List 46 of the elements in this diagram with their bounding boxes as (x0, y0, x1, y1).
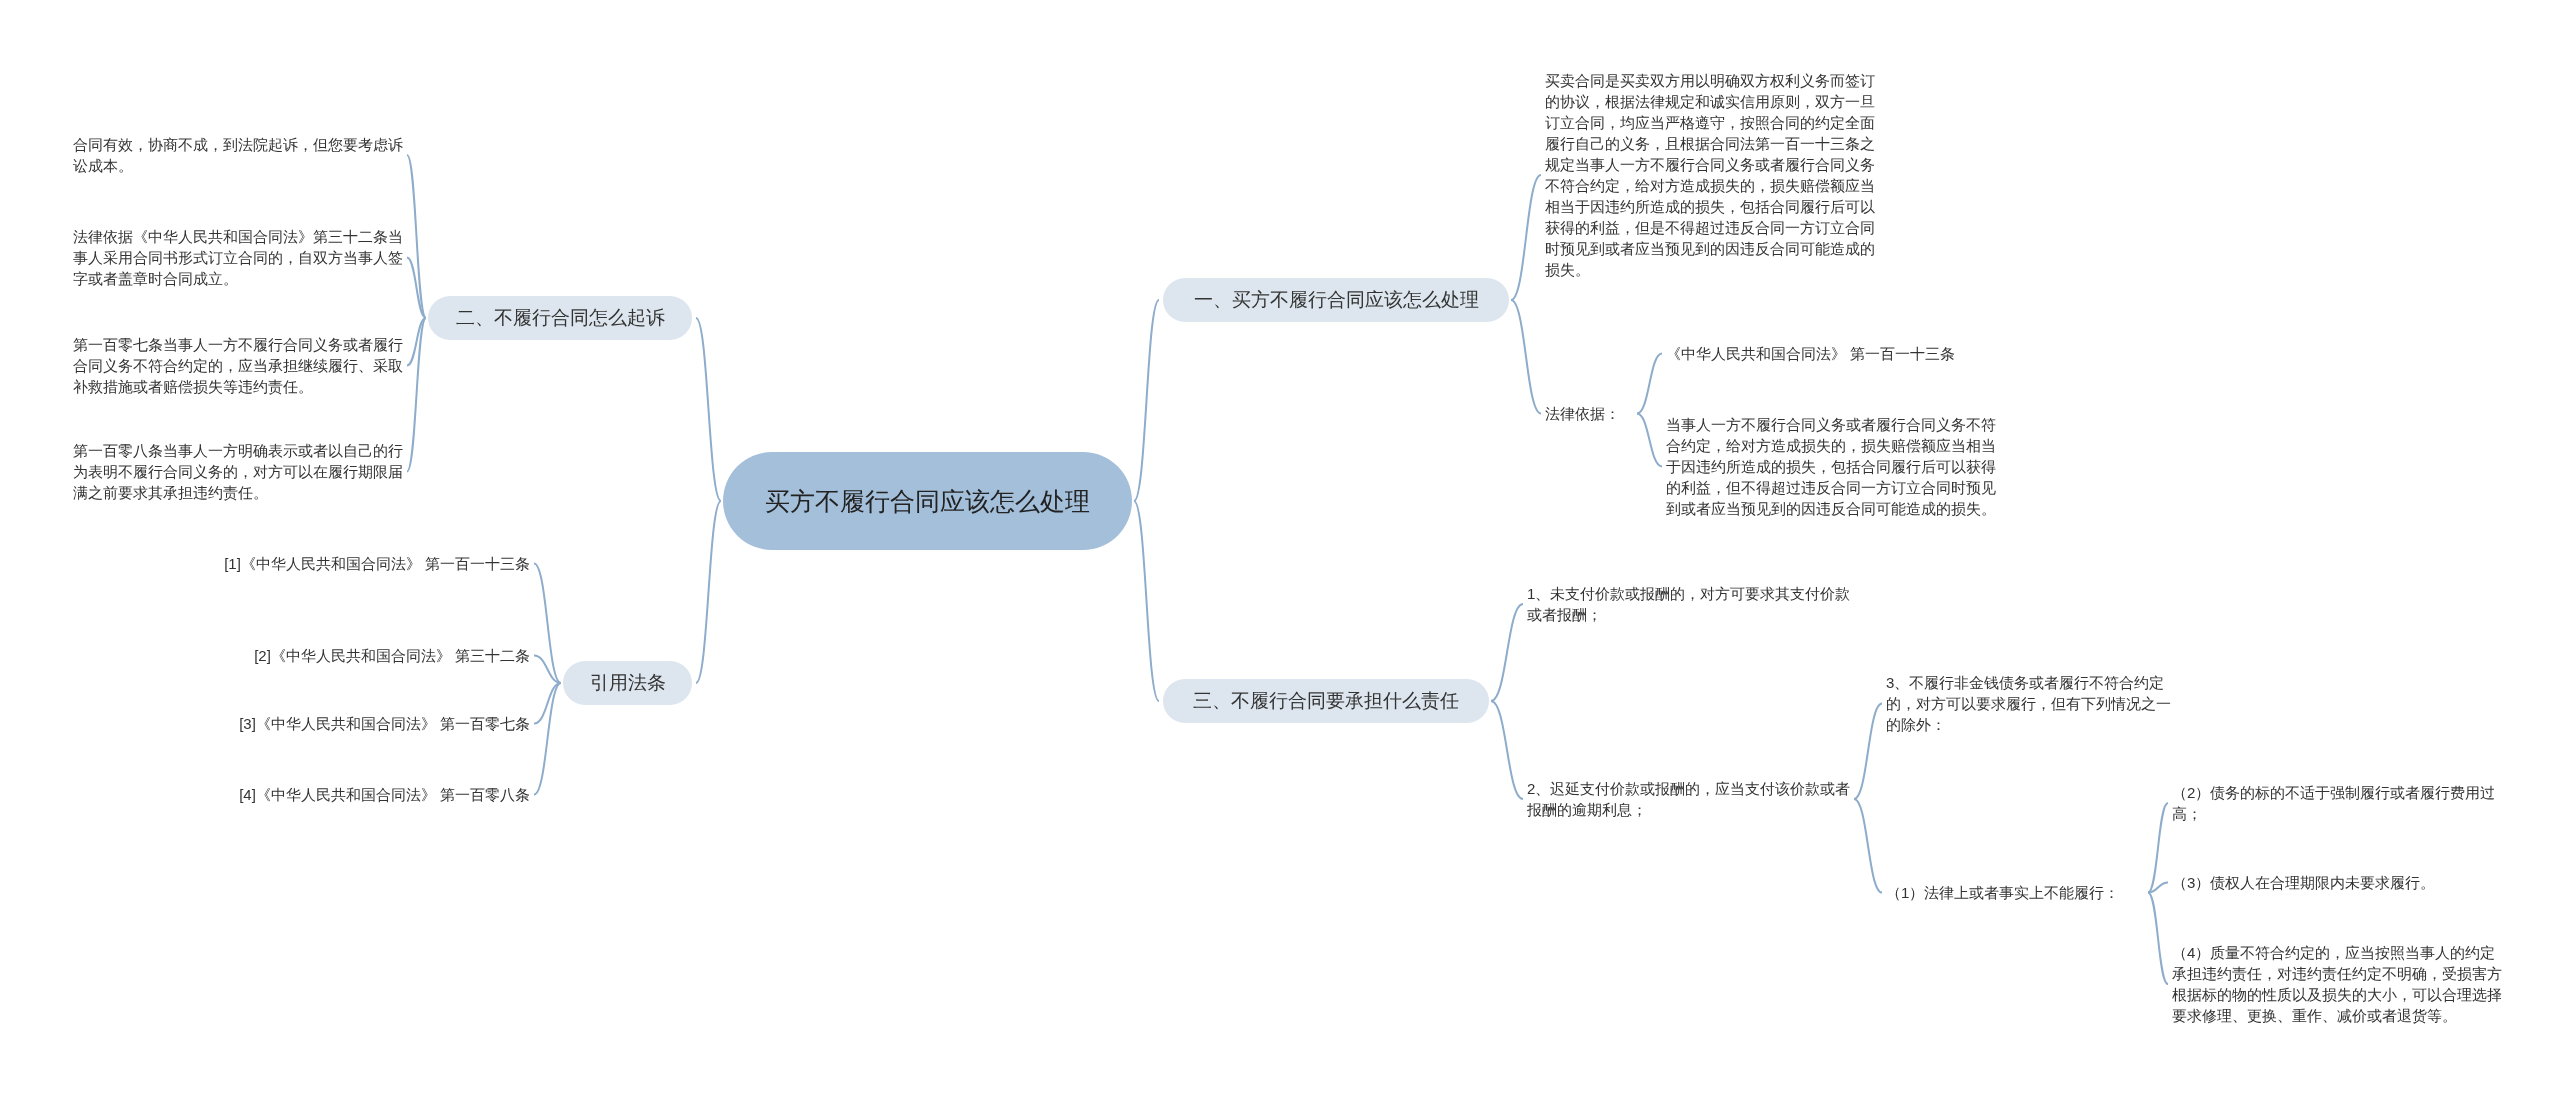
connector-line (1510, 174, 1542, 301)
branch-topic: 引用法条 (563, 661, 692, 705)
topic-text: 第一百零八条当事人一方明确表示或者以自己的行为表明不履行合同义务的，对方可以在履行期限届满之前要求其承担违约责任。 (73, 440, 403, 503)
topic-text: 法律依据《中华人民共和国合同法》第三十二条当事人采用合同书形式订立合同的，自双方当事人签字或者盖章时合同成立。 (73, 226, 403, 289)
connector-line (1636, 412, 1663, 468)
connector-line (1636, 352, 1663, 415)
topic-text: （2）债务的标的不适于强制履行或者履行费用过高； (2172, 782, 2507, 824)
connector-line (1133, 299, 1160, 502)
topic-text: 当事人一方不履行合同义务或者履行合同义务不符合约定，给对方造成损失的，损失赔偿额应当相当于因违约所造成的损失，包括合同履行后可以获得的利益，但不得超过违反合同一方订立合同时预见到或者应当预见到的因违反合同可能造成的损失。 (1666, 414, 2001, 519)
connector-line (2147, 802, 2169, 894)
topic-text: 第一百零七条当事人一方不履行合同义务或者履行合同义务不符合约定的，应当承担继续履行、采取补救措施或者赔偿损失等违约责任。 (73, 334, 403, 397)
topic-text: 2、迟延支付价款或报酬的，应当支付该价款或者报酬的逾期利息； (1527, 778, 1852, 820)
topic-text: 买卖合同是买卖双方用以明确双方权利义务而签订的协议，根据法律规定和诚实信用原则，双方一旦订立合同，均应当严格遵守，按照合同的约定全面履行自己的义务，且根据合同法第一百一十三条之规定当事人一方不履行合同义务或者履行合同义务不符合约定，给对方造成损失的，损失赔偿额应当相当于因违约所造成的损失，包括合同履行后可以获得的利益，但是不得超过违反合同一方订立合同时预见到或者应当预见到的因违反合同可能造成的损失。 (1545, 70, 1875, 280)
connector-line (533, 562, 562, 684)
branch-topic: 二、不履行合同怎么起诉 (428, 296, 692, 340)
connector-line (406, 317, 427, 473)
connector-line (1490, 603, 1524, 702)
connector-line (1510, 299, 1542, 415)
connector-line (406, 154, 427, 319)
branch-topic: 一、买方不履行合同应该怎么处理 (1163, 278, 1509, 322)
topic-text: [1]《中华人民共和国合同法》 第一百一十三条 (190, 553, 530, 574)
connector-line (1133, 500, 1160, 702)
connector-line (695, 317, 722, 502)
topic-text: （4）质量不符合约定的，应当按照当事人的约定承担违约责任，对违约责任约定不明确，受损害方根据标的物的性质以及损失的大小，可以合理选择要求修理、更换、重作、减价或者退货等。 (2172, 942, 2507, 1026)
connector-line (2147, 881, 2169, 894)
connector-line (1853, 798, 1883, 894)
connector-line (533, 682, 562, 725)
connector-line (695, 500, 722, 684)
topic-text: [3]《中华人民共和国合同法》 第一百零七条 (190, 713, 530, 734)
connector-line (1853, 702, 1883, 800)
topic-text: [2]《中华人民共和国合同法》 第三十二条 (190, 645, 530, 666)
topic-text: [4]《中华人民共和国合同法》 第一百零八条 (190, 784, 530, 805)
connector-line (2147, 891, 2169, 985)
central-topic: 买方不履行合同应该怎么处理 (723, 452, 1132, 550)
topic-text: （3）债权人在合理期限内未要求履行。 (2172, 872, 2507, 893)
topic-text: 合同有效，协商不成，到法院起诉，但您要考虑诉讼成本。 (73, 134, 403, 176)
topic-text: 3、不履行非金钱债务或者履行不符合约定的，对方可以要求履行，但有下列情况之一的除外： (1886, 672, 2176, 735)
topic-text: 《中华人民共和国合同法》 第一百一十三条 (1666, 343, 2006, 364)
connector-line (406, 256, 427, 319)
connector-line (1490, 700, 1524, 800)
connector-line (533, 682, 562, 796)
branch-topic: 三、不履行合同要承担什么责任 (1163, 679, 1489, 723)
topic-text: （1）法律上或者事实上不能履行： (1886, 882, 2146, 903)
connector-line (406, 317, 427, 367)
topic-text: 1、未支付价款或报酬的，对方可要求其支付价款或者报酬； (1527, 583, 1852, 625)
topic-text: 法律依据： (1545, 403, 1635, 424)
